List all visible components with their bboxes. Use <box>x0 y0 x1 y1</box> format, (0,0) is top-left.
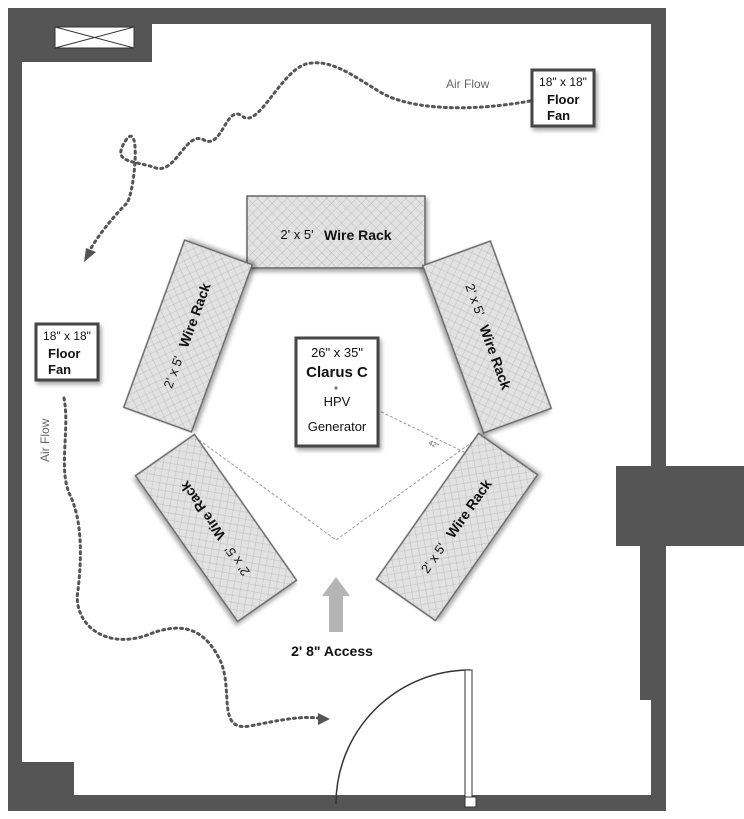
door-stop <box>464 796 477 808</box>
wall-bottom <box>8 795 666 811</box>
generator-desc-label: Generator <box>308 419 367 434</box>
wire-rack-top[interactable]: 2' x 5' Wire Rack <box>246 195 426 269</box>
fan-name-label: Fan <box>48 362 71 377</box>
door[interactable] <box>335 669 477 808</box>
wire-rack-lower-right[interactable]: 2' x 5' Wire Rack <box>375 432 539 622</box>
fan-name-label: Floor <box>547 92 580 107</box>
generator-name-label: Clarus C <box>306 364 368 381</box>
wire-rack-lower-left[interactable]: 2' x 5' Wire Rack <box>134 433 298 623</box>
ceiling-vent <box>54 26 135 49</box>
fan-size-label: 18" x 18" <box>43 329 91 343</box>
airflow-path-bottom <box>62 396 320 728</box>
access-indicator: 2' 8" Access <box>291 577 373 659</box>
svg-text:2' x 5' Wire Rack: 2' x 5' Wire Rack <box>280 227 391 245</box>
walls <box>8 8 744 811</box>
wall-top <box>8 8 666 24</box>
wall-right-upper <box>651 8 666 466</box>
wall-right-lower <box>651 700 666 811</box>
arrow-icon <box>84 248 96 262</box>
floor-fan-right[interactable]: 18" x 18" Floor Fan <box>530 68 596 128</box>
access-label: 2' 8" Access <box>291 643 373 659</box>
wall-left <box>8 8 22 811</box>
fan-name-label: Floor <box>48 346 81 361</box>
wall-notch <box>616 466 744 546</box>
rack-size-label: 2' x 5' <box>280 227 313 242</box>
fan-name-label: Fan <box>547 108 570 123</box>
hpv-generator[interactable]: 26" x 35" Clarus C HPV Generator <box>294 336 380 448</box>
wire-rack-upper-right[interactable]: 2' x 5' Wire Rack <box>421 240 553 434</box>
airflow-label-top: Air Flow <box>446 77 490 91</box>
floor-fan-left[interactable]: 18" x 18" Floor Fan <box>34 322 100 382</box>
reach-guides <box>194 389 483 541</box>
wire-rack-upper-left[interactable]: 2' x 5' Wire Rack <box>122 239 254 433</box>
generator-size-label: 26" x 35" <box>311 345 363 360</box>
wall-column <box>640 546 666 700</box>
access-arrow-icon <box>322 577 350 632</box>
reach-distance-label: 42" <box>427 440 440 451</box>
generator-type-label: HPV <box>324 394 351 409</box>
rack-name-label: Wire Rack <box>324 227 392 243</box>
airflow-arrowheads <box>84 248 330 725</box>
airflow-paths <box>62 61 532 728</box>
fan-size-label: 18" x 18" <box>539 75 587 89</box>
door-leaf[interactable] <box>464 669 473 801</box>
generator-center-dot <box>334 386 338 390</box>
door-swing-arc <box>335 669 471 805</box>
airflow-path-top <box>88 61 532 252</box>
arrow-icon <box>318 713 330 725</box>
corner-block-bottom-left <box>22 762 74 795</box>
airflow-label-left: Air Flow <box>38 418 52 462</box>
